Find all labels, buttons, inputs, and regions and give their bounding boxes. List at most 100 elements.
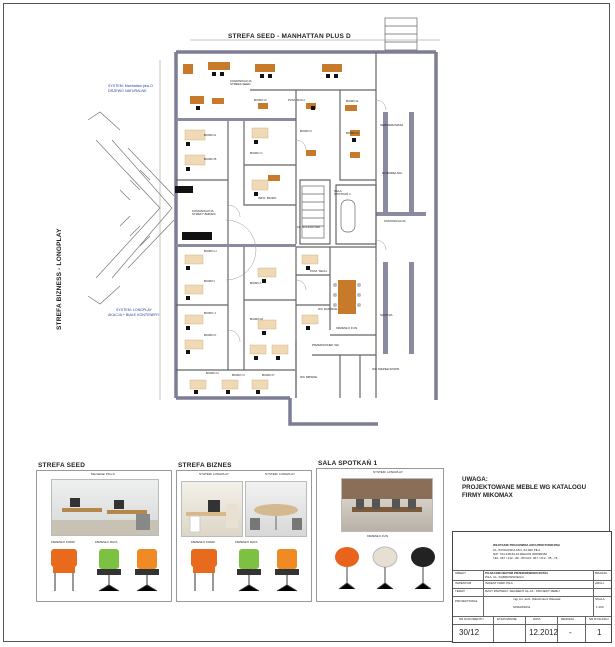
- arkusz-label: NR RYSUNKU: [589, 617, 609, 621]
- catalog-seed-chair1: KRZESŁO KOMO: [51, 540, 76, 544]
- room-biuro-b: BIURO B: [204, 157, 217, 161]
- room-kl-schodowa: KL. SCHODOWA: [297, 225, 321, 229]
- projektowal-value: mgr inż. arch. Włodzimierz Włotasik: [513, 597, 561, 601]
- catalog-biznes-system1: SYSTEM: LONGPLAY: [199, 472, 229, 476]
- firm-nip: NIP: 764-138-52-10 REGON 300096452: [493, 552, 548, 556]
- meeting-chairs: [333, 283, 361, 307]
- photo-biznes-office-1: [181, 481, 243, 537]
- obiekt-label: OBIEKT: [455, 571, 467, 575]
- inwestor-value: INWEST PARK PIŁA: [485, 581, 513, 585]
- exterior-staircase: [87, 111, 175, 305]
- floor-plan: [87, 17, 440, 426]
- temat-label: TEMAT: [455, 589, 465, 593]
- room-biuro-d: BIURO D: [254, 98, 267, 102]
- catalog-sala-system: SYSTEM: LONGPLAY: [373, 470, 403, 474]
- room-biuro-k: BIURO K: [204, 333, 217, 337]
- room-biuro-l: BIURO L: [250, 281, 263, 285]
- catalog-biznes-system2: SYSTEM: LONGPLAY: [265, 472, 295, 476]
- desks-wood: [183, 62, 360, 314]
- room-szatnia: SZATNIA: [380, 313, 393, 317]
- sala-chairs-illustration: [335, 546, 435, 590]
- system-seed-sub: DRZEWO NATURALNE: [108, 89, 147, 93]
- room-serwerownia: SERWEROWNIA: [380, 123, 404, 127]
- staircase-top: [301, 17, 418, 239]
- catalog-seed-panel: Manhattan Plus D KRZESŁO KOMO KRZESŁO RA…: [36, 470, 172, 602]
- room-biuro-o: BIURO O: [232, 373, 245, 377]
- room-biuro-i: BIURO I: [204, 279, 216, 283]
- interior-partitions: [176, 52, 377, 398]
- room-biuro-p: BIURO P: [262, 373, 275, 377]
- photo-seed-office: [51, 479, 159, 536]
- room-wc-damskie: WC DAMSKIE: [318, 307, 338, 311]
- firm-name: WŁOTASIK PRACOWNIA ARCHITEKTONICZNA: [493, 543, 560, 547]
- firm-phone: TEL. 067 / 212 - 80 - 80 FAX: 067 / 212 …: [493, 556, 558, 560]
- room-pom-tech: POM. TECH.: [310, 269, 328, 273]
- zone-biznes-title: STREFA BIZNESS - LONGPLAY: [56, 228, 63, 330]
- catalog-biznes-chair2: KRZESŁO RAYA: [235, 540, 258, 544]
- room-biuro-n: BIURO N: [206, 371, 219, 375]
- room-info-biuro: INFO. BIURO: [258, 196, 277, 200]
- structural-columns: [176, 112, 426, 354]
- catalog-biznes-chair1: KRZESŁO KOMO: [191, 540, 216, 544]
- room-sala-spotkan: SALA SPOTKAŃ 1: [334, 189, 351, 197]
- etap-label: ETAPOWANIE: [497, 617, 517, 621]
- room-przedsionek: PRZEDSIONEK WC: [312, 343, 340, 347]
- room-pom-socj: POM. SOCJ.: [288, 98, 306, 102]
- rewizja-value: -: [569, 628, 572, 637]
- branza-value: ARCH.: [595, 581, 605, 585]
- photo-biznes-office-2: [245, 481, 307, 537]
- catalog-sala-title: SALA SPOTKAŃ 1: [318, 460, 378, 467]
- arkusz-value: 1: [597, 628, 602, 637]
- zone-seed-title: STREFA SEED - MANHATTAN PLUS D: [228, 33, 351, 40]
- photo-sala-meeting: [341, 478, 433, 532]
- firm-address: UL. BYDGOSKA 18/4, 64-920 PIŁA: [493, 548, 541, 552]
- door-swings: [225, 99, 387, 343]
- note-uwaga: UWAGA:: [462, 476, 488, 483]
- data-label: DATA: [533, 617, 541, 621]
- exterior-walls: [174, 50, 438, 426]
- room-biuro-e: BIURO E: [346, 99, 359, 103]
- nr-value: 30/12: [459, 628, 480, 637]
- catalog-seed-chair2: KRZESŁO RAYA: [95, 540, 118, 544]
- nr-label: NR DOKUMENTU: [459, 617, 484, 621]
- system-longplay-sub: AKACJA + BIAŁE KONTENERY: [108, 313, 160, 317]
- catalog-sala-chair: KRZESŁO FUN: [367, 534, 389, 538]
- obiekt-value: PILSKI INKUBATOR PRZEDSIĘBIORCZOŚCI: [485, 571, 548, 575]
- title-block: WŁOTASIK PRACOWNIA ARCHITEKTONICZNA UL. …: [452, 531, 612, 643]
- room-komunikacja-strefa: KOMUNIKACJA STREFA SEED: [230, 79, 252, 87]
- room-biuro-a: BIURO A: [204, 133, 217, 137]
- chairs: [175, 72, 356, 394]
- skala-label: SKALA: [595, 597, 605, 601]
- sprawdzil-label: SPRAWDZIŁ: [513, 605, 531, 609]
- system-seed-label: SYSTEM: Manhattan plus D: [108, 84, 153, 88]
- room-biuro-f: BIURO F: [300, 129, 313, 133]
- projektowal-label: PROJEKTOWAŁ: [455, 599, 478, 603]
- catalog-seed-caption: Manhattan Plus D: [91, 472, 115, 476]
- drawing-sheet: [3, 3, 610, 642]
- room-biuro-m: BIURO M: [250, 317, 263, 321]
- room-wc-niepeln: WC NIEPEŁNOSPR.: [372, 367, 401, 371]
- obiekt-sub: PIŁA, UL. DĄBROWSKIEGO: [485, 575, 524, 579]
- room-kom-biznes: KOMUNIKACJA STREFY BIZNES: [192, 209, 216, 217]
- room-komunikacja: KOMUNIKACJA: [384, 219, 406, 223]
- system-longplay-label: SYSTEM: LONGPLAY: [116, 308, 152, 312]
- branza-label: BRANŻA: [595, 571, 608, 575]
- rewizja-label: REWIZJA: [561, 617, 575, 621]
- note-line2: PROJEKTOWANE MEBLE WG KATALOGU: [462, 484, 587, 491]
- desks-light: [184, 127, 319, 390]
- inwestor-label: INWESTOR: [455, 581, 472, 585]
- temat-value: RZUT PARTERU, SEGMENT A1-A3 - PROJEKT ME…: [485, 589, 560, 593]
- room-biuro-c: BIURO C: [250, 151, 263, 155]
- room-biuro-j: BIURO J: [204, 311, 216, 315]
- skala-value: 1:100: [596, 605, 604, 609]
- room-sala-fun: KRZESŁO FUN: [336, 326, 358, 330]
- catalog-sala-panel: SYSTEM: LONGPLAY KRZESŁO FUN: [316, 468, 444, 602]
- biznes-chairs-illustration: [191, 549, 299, 592]
- room-biuro-h: BIURO H: [204, 249, 217, 253]
- seed-chairs-illustration: [51, 549, 159, 592]
- room-rozdzielnia: ROZDZIELNIA: [382, 171, 402, 175]
- room-biuro-g: BIURO G: [346, 131, 359, 135]
- room-wc-meskie: WC MĘSKIE: [300, 375, 318, 379]
- data-value: 12.2012: [529, 628, 558, 637]
- catalog-seed-title: STREFA SEED: [38, 462, 86, 469]
